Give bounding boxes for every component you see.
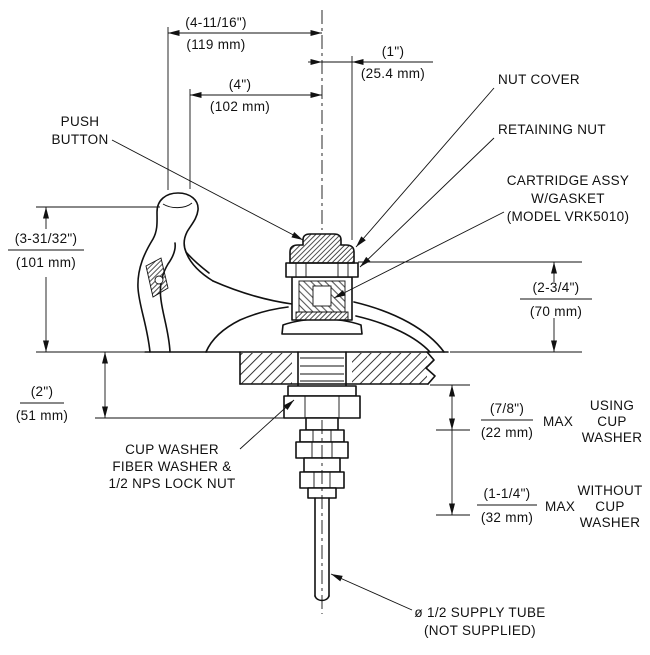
spout-mouth-line: [185, 251, 210, 274]
dim-nocup-max-mm: (32 mm): [481, 510, 533, 525]
dim-spout-to-center: (4") (102 mm): [189, 77, 322, 189]
label-supply-tube-line1: ø 1/2 SUPPLY TUBE: [414, 605, 545, 620]
leader-line: [239, 399, 295, 450]
callout-nut-cover: NUT COVER: [355, 72, 580, 248]
leader-line: [359, 137, 495, 268]
label-nut-cover: NUT COVER: [498, 72, 580, 87]
callout-cup-washer: CUP WASHER FIBER WASHER & 1/2 NPS LOCK N…: [108, 399, 295, 491]
spout-outer-outline: [137, 192, 214, 353]
label-cup-washer-line3: 1/2 NPS LOCK NUT: [108, 476, 235, 491]
label-push-button-line2: BUTTON: [51, 132, 108, 147]
dim-below-deck-inch: (2"): [31, 384, 54, 399]
dome-right-outer-curve: [353, 301, 445, 353]
cartridge-bore: [312, 285, 332, 307]
dim-spout-inch: (4"): [229, 77, 252, 92]
spout-inner-outline: [159, 242, 176, 353]
callout-push-button: PUSH BUTTON: [51, 114, 304, 241]
dim-height-left: (3-31/32") (101 mm): [8, 206, 160, 353]
dim-deck-max: (7/8") (22 mm) MAX USING CUP WASHER (1-1…: [430, 384, 643, 530]
dim-below-deck-mm: (51 mm): [16, 408, 68, 423]
lock-nut: [283, 395, 361, 419]
dim-overall-mm: (119 mm): [186, 37, 245, 52]
dim-height-left-inch: (3-31/32"): [15, 231, 78, 246]
label-using-cup-line2: CUP: [597, 414, 626, 429]
dim-nocup-max-suffix: MAX: [545, 499, 575, 514]
dim-valve-height: (2-3/4") (70 mm): [358, 261, 592, 353]
dim-nocup-max-inch: (1-1/4"): [484, 486, 531, 501]
dim-height-left-mm: (101 mm): [16, 255, 76, 270]
leader-line: [111, 139, 304, 241]
dim-valve-height-mm: (70 mm): [530, 304, 582, 319]
label-cartridge-line1: CARTRIDGE ASSY: [507, 173, 629, 188]
dim-cup-max-mm: (22 mm): [481, 425, 533, 440]
label-without-cup-line1: WITHOUT: [577, 483, 642, 498]
dim-offset: (1") (25.4 mm): [308, 44, 433, 240]
callout-retaining-nut: RETAINING NUT: [359, 122, 606, 268]
gasket-section: [295, 311, 349, 321]
callout-cartridge: CARTRIDGE ASSY W/GASKET (MODEL VRK5010): [333, 173, 630, 299]
deck-section: [144, 351, 449, 385]
label-retaining-nut: RETAINING NUT: [498, 122, 606, 137]
leader-line: [330, 573, 413, 611]
cup-washer: [287, 385, 357, 397]
callout-supply-tube: ø 1/2 SUPPLY TUBE (NOT SUPPLIED): [330, 573, 545, 638]
label-cup-washer-line2: FIBER WASHER &: [112, 459, 231, 474]
valve-base-flange: [281, 318, 363, 335]
dim-overall-width: (4-11/16") (119 mm): [167, 15, 322, 190]
label-without-cup-line2: CUP: [595, 499, 624, 514]
dim-overall-inch: (4-11/16"): [185, 15, 247, 30]
label-cup-washer-line1: CUP WASHER: [125, 442, 219, 457]
deck-hatch-right: [352, 353, 427, 384]
spout-orifice-detail: [154, 275, 164, 285]
dim-offset-mm: (25.4 mm): [361, 66, 425, 81]
dome-left-upper-curve: [212, 280, 293, 305]
dim-spout-mm: (102 mm): [210, 99, 270, 114]
label-cartridge-line2: W/GASKET: [531, 191, 605, 206]
dim-cup-max-inch: (7/8"): [490, 401, 524, 416]
retaining-nut: [285, 262, 359, 278]
dim-valve-height-inch: (2-3/4"): [533, 280, 580, 295]
dome-right-inner-curve: [355, 315, 431, 353]
leader-line: [355, 87, 495, 248]
below-deck-hardware: [283, 351, 361, 602]
dome-left-skirt-curve: [205, 306, 289, 353]
dim-below-deck: (2") (51 mm): [16, 352, 284, 423]
valve-assembly: [281, 233, 363, 335]
leader-line: [333, 211, 505, 299]
label-using-cup-line3: WASHER: [582, 430, 643, 445]
deck-hatch-left: [240, 353, 292, 384]
dim-cup-max-suffix: MAX: [543, 414, 573, 429]
label-without-cup-line3: WASHER: [580, 515, 641, 530]
label-supply-tube-line2: (NOT SUPPLIED): [424, 623, 536, 638]
label-push-button-line1: PUSH: [61, 114, 100, 129]
dim-offset-inch: (1"): [382, 44, 405, 59]
label-cartridge-line3: (MODEL VRK5010): [507, 209, 630, 224]
label-using-cup-line1: USING: [590, 398, 634, 413]
spout-top-seam: [162, 202, 193, 209]
nut-cover-and-push-button: [289, 233, 355, 264]
fountain-head: [137, 192, 445, 353]
deck-break-line: [425, 351, 436, 385]
